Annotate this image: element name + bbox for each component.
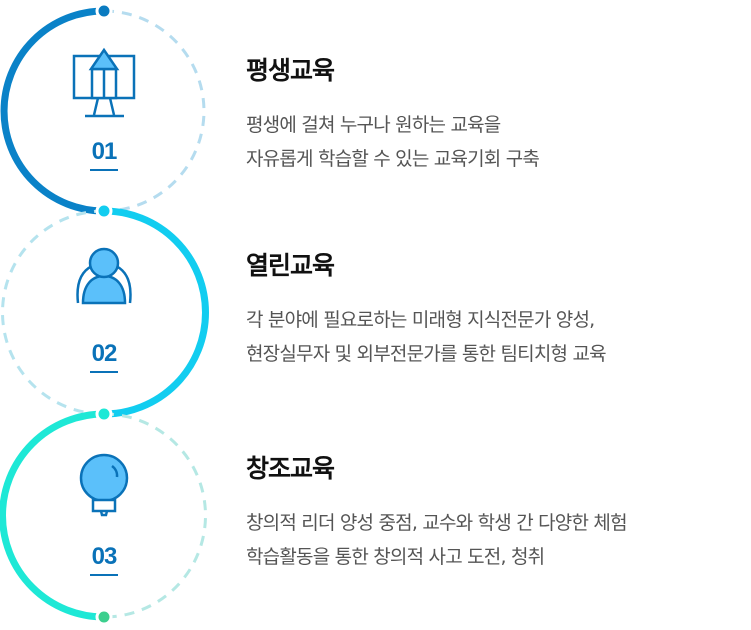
item-description: 창의적 리더 양성 중점, 교수와 학생 간 다양한 체험 학습활동을 통한 창… (246, 506, 751, 574)
dot-1 (95, 202, 113, 220)
desc-line: 창의적 리더 양성 중점, 교수와 학생 간 다양한 체험 (246, 512, 628, 534)
item-creative-education: 창조교육 창의적 리더 양성 중점, 교수와 학생 간 다양한 체험 학습활동을… (246, 454, 751, 574)
lightbulb-icon (79, 453, 129, 517)
dot-2 (95, 405, 113, 423)
step-number-1: 01 (74, 138, 134, 171)
item-open-education: 열린교육 각 분야에 필요로하는 미래형 지식전문가 양성, 현장실무자 및 외… (246, 251, 751, 371)
dot-start (95, 2, 113, 20)
ring-2 (1, 207, 209, 418)
desc-line: 학습활동을 통한 창의적 사고 도전, 청취 (246, 546, 545, 568)
step-number-2: 02 (74, 340, 134, 373)
item-description: 평생에 걸쳐 누구나 원하는 교육을 자유롭게 학습할 수 있는 교육기회 구축 (246, 108, 751, 176)
desc-line: 자유롭게 학습할 수 있는 교육기회 구축 (246, 148, 540, 170)
item-title: 창조교육 (246, 454, 335, 483)
desc-line: 각 분야에 필요로하는 미래형 지식전문가 양성, (246, 309, 595, 331)
ring-3 (0, 410, 207, 621)
item-title: 열린교육 (246, 251, 335, 280)
item-title: 평생교육 (246, 56, 335, 85)
item-description: 각 분야에 필요로하는 미래형 지식전문가 양성, 현장실무자 및 외부전문가를… (246, 303, 751, 371)
desc-line: 현장실무자 및 외부전문가를 통한 팀티치형 교육 (246, 343, 607, 365)
desc-line: 평생에 걸쳐 누구나 원하는 교육을 (246, 114, 501, 136)
step-number-3: 03 (74, 543, 134, 576)
monitor-pencil-icon (72, 47, 136, 118)
item-lifelong-education: 평생교육 평생에 걸쳐 누구나 원하는 교육을 자유롭게 학습할 수 있는 교육… (246, 56, 751, 176)
people-icon (76, 247, 132, 305)
ring-1 (0, 7, 206, 215)
dot-end (95, 608, 113, 626)
